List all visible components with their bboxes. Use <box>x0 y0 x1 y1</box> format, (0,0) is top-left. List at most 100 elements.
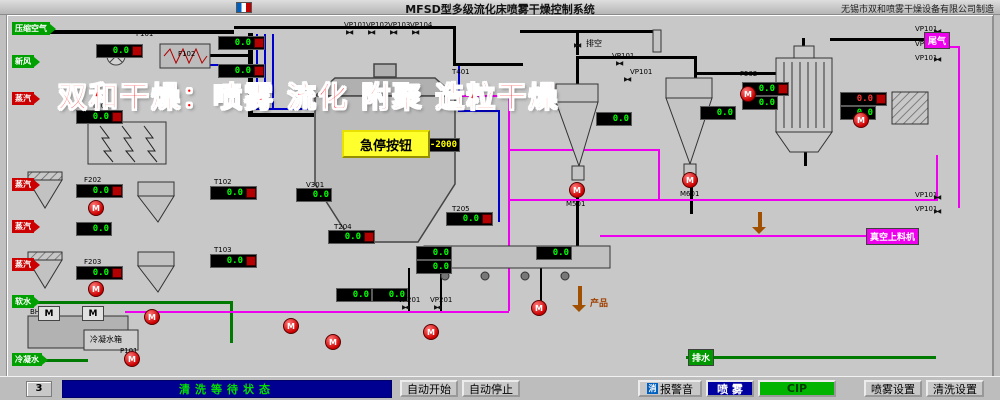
pump[interactable]: M <box>325 334 341 350</box>
pump[interactable]: M <box>740 86 756 102</box>
valve-icon[interactable]: ▶◀ <box>434 304 441 311</box>
pump[interactable]: M <box>144 309 160 325</box>
valve-icon[interactable]: ▶◀ <box>346 29 353 36</box>
cyclone-T103 <box>136 251 175 293</box>
setpoint-button-F203[interactable] <box>112 268 122 278</box>
label-VP101: VP101 <box>915 205 938 213</box>
setpoint-button-T102[interactable] <box>246 188 256 198</box>
flow-tag-压缩空气: 压缩空气 <box>12 22 56 35</box>
label-F203: F203 <box>84 258 102 266</box>
page-title: MFSD型多级流化床喷雾干燥控制系统 <box>405 3 595 16</box>
emergency-stop-button[interactable]: 急停按钮 <box>342 130 430 158</box>
pump[interactable]: M <box>283 318 299 334</box>
agitator-motor[interactable]: M <box>82 306 104 321</box>
pipe-segment <box>458 110 500 112</box>
condensate-tank <box>83 329 139 351</box>
setpoint-button-T204[interactable] <box>364 232 374 242</box>
agitator-motor[interactable]: M <box>38 306 60 321</box>
pump-M501[interactable]: M <box>569 182 585 198</box>
label-F202: F202 <box>84 176 102 184</box>
pipe-segment <box>804 152 807 166</box>
label-VP201: VP201 <box>430 296 453 304</box>
valve-icon[interactable]: ▶◀ <box>934 56 941 63</box>
pipe-segment <box>658 149 660 201</box>
label-T205: T205 <box>452 205 470 213</box>
setpoint-button-F102[interactable] <box>254 38 264 48</box>
value-display-F101: 0.0 <box>96 44 143 58</box>
setpoint-button-D21[interactable] <box>876 94 886 104</box>
value-display-T204: 0.0 <box>328 230 375 244</box>
pump-P101[interactable]: M <box>124 351 140 367</box>
pipe-segment <box>408 268 410 312</box>
label-F101: F101 <box>136 30 154 38</box>
pipe-segment <box>508 199 938 201</box>
pipe-segment <box>576 196 579 246</box>
label-VP103: VP103 <box>388 21 411 29</box>
pipe-segment <box>16 30 234 34</box>
label-VP201: VP201 <box>398 296 421 304</box>
pipe-segment <box>498 112 500 222</box>
label-排空: 排空 <box>586 39 602 48</box>
valve-icon[interactable]: ▶◀ <box>616 60 623 67</box>
spray-settings-button[interactable]: 喷雾设置 <box>864 380 922 397</box>
mute-alarm-button[interactable]: 消 报警音 <box>638 380 702 397</box>
valve-icon[interactable]: ▶◀ <box>368 29 375 36</box>
tag-排水: 排水 <box>688 349 715 366</box>
pump[interactable]: M <box>423 324 439 340</box>
mute-icon: 消 <box>647 383 658 394</box>
valve-icon[interactable]: ▶◀ <box>412 29 419 36</box>
label-V301: V301 <box>306 181 325 189</box>
bag-filter <box>775 45 833 153</box>
setpoint-button-F103[interactable] <box>254 66 264 76</box>
valve-icon[interactable]: ▶◀ <box>390 29 397 36</box>
label-VP101: VP101 <box>915 25 938 33</box>
sieve-unit <box>891 91 929 125</box>
value-display-D16: 0.0 <box>416 246 452 260</box>
electric-heater-T201 <box>87 121 167 165</box>
valve-icon[interactable]: ▶◀ <box>934 28 941 35</box>
flow-tag-蒸汽: 蒸汽 <box>12 258 40 271</box>
setpoint-button-F202[interactable] <box>112 186 122 196</box>
cyclone-1 <box>555 83 599 181</box>
pipe-segment <box>234 26 456 29</box>
cyclone-T102 <box>136 181 175 223</box>
pipe-segment <box>600 235 890 237</box>
auto-start-button[interactable]: 自动开始 <box>400 380 458 397</box>
pump-M601[interactable]: M <box>682 172 698 188</box>
valve-icon[interactable]: ▶◀ <box>934 194 941 201</box>
value-display-F102: 0.0 <box>218 36 265 50</box>
auto-stop-button[interactable]: 自动停止 <box>462 380 520 397</box>
label-F502: F502 <box>740 70 758 78</box>
value-display-T205: 0.0 <box>446 212 493 226</box>
pump[interactable]: M <box>531 300 547 316</box>
setpoint-button-T201[interactable] <box>112 112 122 122</box>
valve-icon[interactable]: ▶◀ <box>574 42 581 49</box>
status-bar: 清洗等待状态 <box>62 380 392 398</box>
value-display-D18: 0.0 <box>536 246 572 260</box>
pipe-segment <box>16 301 232 304</box>
pump[interactable]: M <box>853 112 869 128</box>
spray-button[interactable]: 喷 雾 <box>706 380 754 397</box>
setpoint-button-T205[interactable] <box>482 214 492 224</box>
valve-icon[interactable]: ▶◀ <box>624 76 631 83</box>
setpoint-button-F502[interactable] <box>778 84 788 94</box>
cip-button[interactable]: CIP <box>758 380 836 397</box>
pipe-segment <box>694 56 697 80</box>
valve-icon[interactable]: ▶◀ <box>402 304 409 311</box>
value-display-C2: 0.0 <box>700 106 736 120</box>
pipe-segment <box>758 212 762 228</box>
title-bar: MFSD型多级流化床喷雾干燥控制系统 无锡市双和喷雾干燥设备有限公司制造 <box>0 0 1000 16</box>
label-VP101: VP101 <box>344 21 367 29</box>
setpoint-button-T103[interactable] <box>246 256 256 266</box>
valve-icon[interactable]: ▶◀ <box>934 208 941 215</box>
pump[interactable]: M <box>88 200 104 216</box>
pipe-segment <box>576 33 579 55</box>
title-flag-icon <box>236 2 252 13</box>
vent-column <box>652 29 662 53</box>
page-selector[interactable]: 3 <box>26 381 52 397</box>
tag-真空上料机: 真空上料机 <box>866 228 920 245</box>
setpoint-button-F101[interactable] <box>132 46 142 56</box>
pump[interactable]: M <box>88 281 104 297</box>
label-VP101: VP101 <box>915 191 938 199</box>
clean-settings-button[interactable]: 清洗设置 <box>926 380 984 397</box>
